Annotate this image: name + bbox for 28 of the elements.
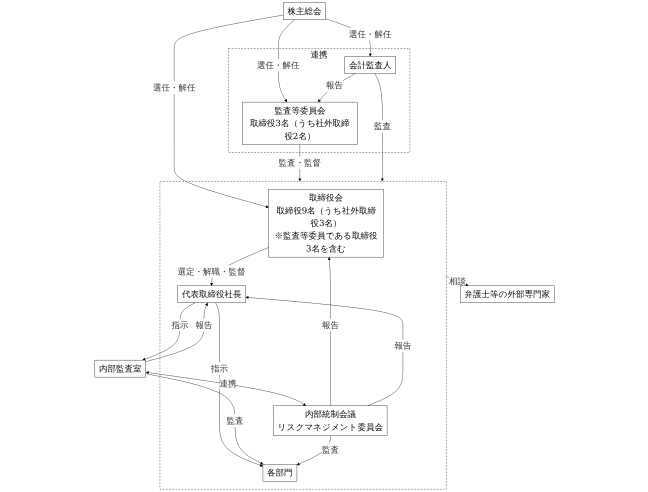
edge-label: 指示 bbox=[170, 320, 188, 330]
cluster bbox=[159, 181, 446, 490]
edge-label: 監査 bbox=[321, 444, 338, 455]
node-box: 取締役会 取締役9名（うち社外取締役3名） ※監査等委員である取締役3名を含む bbox=[268, 189, 384, 258]
edge-label: 監査・監督 bbox=[278, 158, 321, 168]
cluster bbox=[228, 48, 410, 153]
node-box: 各部門 bbox=[262, 464, 297, 482]
node-label: 連携 bbox=[310, 50, 328, 60]
edge-label: 相談 bbox=[448, 276, 466, 286]
node-box: 内部統制会議 リスクマネジメント委員会 bbox=[272, 406, 387, 436]
node-box: 株主総会 bbox=[282, 2, 326, 20]
edge-label: 報告 bbox=[194, 320, 212, 330]
edge-label: 選定・解職・監督 bbox=[177, 266, 246, 276]
node-box: 内部監査室 bbox=[94, 360, 146, 378]
edge-label: 連携 bbox=[218, 378, 236, 389]
edge-label: 報告 bbox=[326, 80, 343, 90]
node-box: 弁護士等の外部専門家 bbox=[460, 286, 554, 303]
edge-label: 選任・解任 bbox=[256, 60, 300, 70]
edge-label: 報告 bbox=[321, 320, 338, 330]
edge-label: 監査 bbox=[226, 416, 243, 426]
edge-label: 選任・解任 bbox=[152, 82, 195, 93]
edge-label: 報告 bbox=[394, 340, 411, 351]
edge-label: 指示 bbox=[210, 364, 228, 374]
node-box: 会計監査人 bbox=[344, 56, 396, 74]
edge-label: 選任・解任 bbox=[348, 29, 392, 40]
node-box: 代表取締役社長 bbox=[176, 286, 246, 303]
edge-label: 監査 bbox=[373, 121, 390, 132]
node-box: 監査等委員会 取締役3名（うち社外取締役2名） bbox=[242, 102, 357, 145]
